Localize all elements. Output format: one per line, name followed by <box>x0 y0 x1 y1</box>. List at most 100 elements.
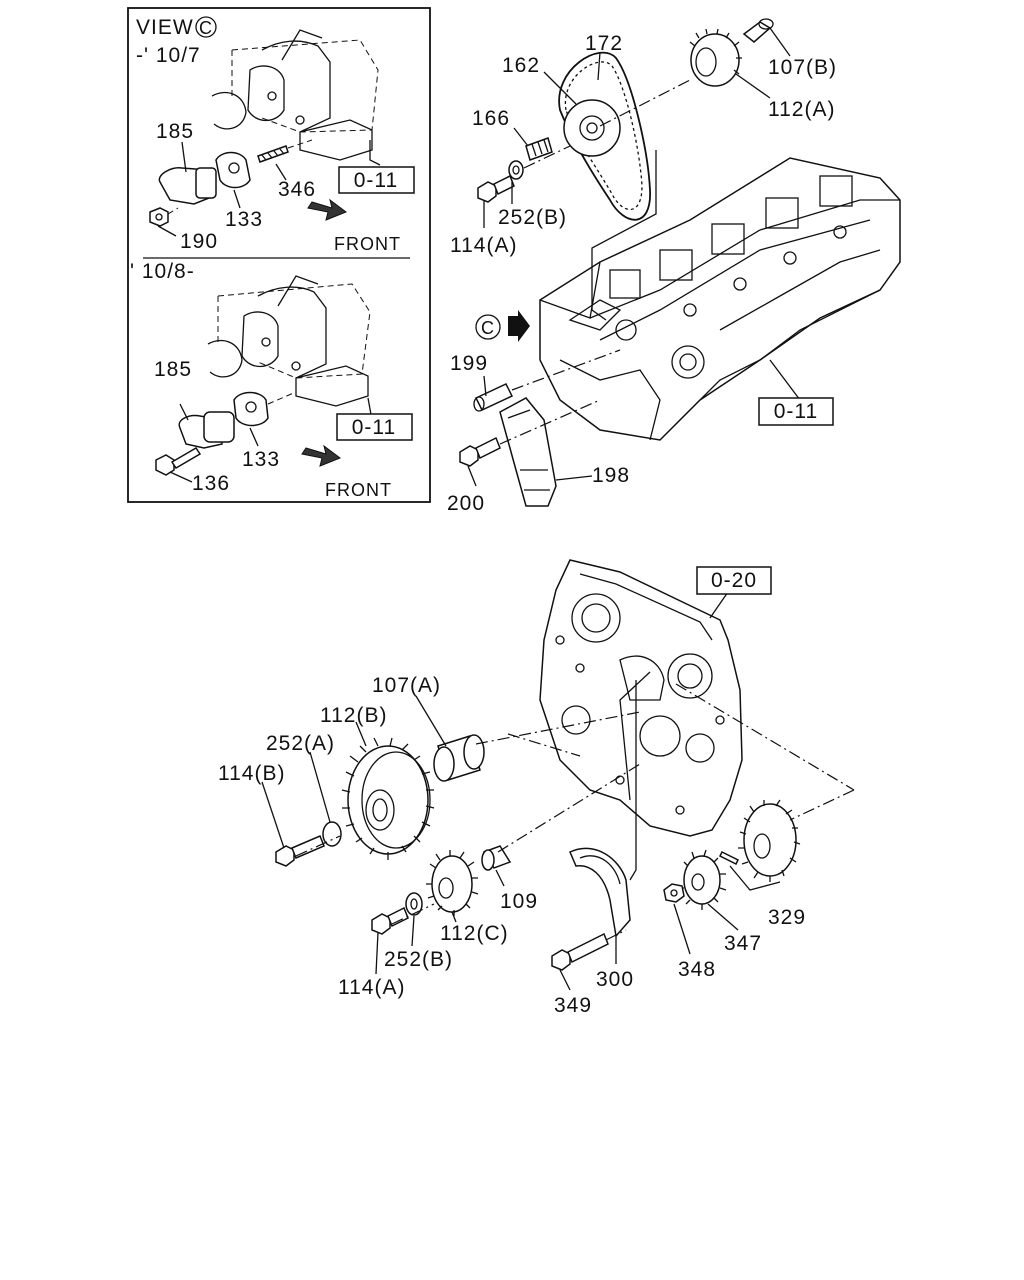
callout-112a: 112(A) <box>768 98 835 121</box>
leader-case-chain <box>619 671 651 801</box>
cylinder-head <box>539 157 901 441</box>
leader-198 <box>555 475 593 481</box>
leader-020 <box>709 591 729 619</box>
gear-329 <box>738 799 801 882</box>
leader-107a <box>415 695 447 747</box>
ref-020: 0-20 <box>711 569 757 592</box>
callout-329: 329 <box>768 906 806 929</box>
ref-box-011-lower <box>336 413 413 441</box>
callout-107a: 107(A) <box>372 674 441 697</box>
callout-199: 199 <box>450 352 488 375</box>
callout-252b-upper: 252(B) <box>498 206 567 229</box>
crank-sprocket <box>678 849 727 910</box>
callout-112b: 112(B) <box>320 704 387 727</box>
upper-range-label: -' 10/7 <box>136 44 201 67</box>
callout-114a-lower: 114(A) <box>338 976 405 999</box>
leader-114b <box>261 781 285 849</box>
callout-172: 172 <box>585 32 623 55</box>
leader-133-upper <box>233 189 241 209</box>
washer-252b-lower <box>405 892 423 916</box>
inset-view-c: VIEW C -' 10/7 ' 10/8- <box>127 7 431 503</box>
pin-347 <box>718 850 740 866</box>
axis-line-bolt-200 <box>499 399 601 445</box>
axis-329-b <box>789 789 855 821</box>
ref-box-011-upper <box>338 166 415 194</box>
upper-block-sketch <box>211 29 379 161</box>
leader-185-lower <box>179 403 189 421</box>
callout-347: 347 <box>724 932 762 955</box>
front-label-lower: FRONT <box>325 480 392 500</box>
axis-114a <box>391 903 435 925</box>
gear-112c <box>426 850 479 916</box>
leader-252a <box>309 751 331 823</box>
callout-133-upper: 133 <box>225 208 263 231</box>
callout-252a: 252(A) <box>266 732 335 755</box>
callout-136: 136 <box>192 472 230 495</box>
callout-114a-upper: 114(A) <box>450 234 517 257</box>
washer-252a <box>322 821 342 847</box>
timing-case <box>539 559 743 837</box>
timing-chain <box>558 51 651 221</box>
callout-162: 162 <box>502 54 540 77</box>
callout-112c: 112(C) <box>440 922 509 945</box>
shaft-109 <box>481 845 512 871</box>
leader-348 <box>673 903 691 955</box>
view-c-arrow <box>508 310 530 342</box>
callout-300: 300 <box>596 968 634 991</box>
leader-136 <box>169 471 193 483</box>
lower-range-label: ' 10/8- <box>130 260 195 283</box>
bolt-349 <box>551 932 609 971</box>
leader-133-lower <box>249 427 259 447</box>
lower-tensioner <box>155 391 297 476</box>
axis-line-bolts <box>523 145 571 169</box>
guide-198 <box>499 397 557 507</box>
callout-190: 190 <box>180 230 218 253</box>
leader-172 <box>597 51 601 81</box>
leader-199 <box>483 375 487 397</box>
leader-112a <box>735 73 771 99</box>
leader-011-head <box>769 359 801 401</box>
bolt-114b <box>275 835 325 867</box>
bolt-200 <box>459 436 501 467</box>
leader-346 <box>275 163 287 181</box>
leader-112b <box>355 721 367 747</box>
leader-329 <box>729 865 781 891</box>
bolt-107b <box>742 18 774 43</box>
axis-109 <box>497 763 641 853</box>
gear-112b <box>341 737 435 860</box>
ref-011-upper: 0-11 <box>354 169 398 192</box>
callout-252b-lower: 252(B) <box>384 948 453 971</box>
leader-guide-to-case <box>629 680 637 881</box>
lower-block-sketch <box>207 275 371 407</box>
bolt-114a-upper <box>477 174 515 203</box>
axis-line-sprocket <box>599 79 691 127</box>
washer-252b-upper <box>508 160 524 180</box>
upper-tensioner <box>149 139 313 227</box>
callout-107b: 107(B) <box>768 56 837 79</box>
callout-185-upper: 185 <box>156 120 194 143</box>
front-label-upper: FRONT <box>334 234 401 254</box>
axis-114b <box>295 835 341 857</box>
ref-011-lower: 0-11 <box>352 416 396 439</box>
callout-109: 109 <box>500 890 538 913</box>
leader-107b <box>769 27 791 57</box>
callout-348: 348 <box>678 958 716 981</box>
gear-112a <box>689 28 742 87</box>
ref-box-020 <box>696 566 772 595</box>
cam-sprocket-162 <box>563 99 621 157</box>
callout-185-lower: 185 <box>154 358 192 381</box>
callout-114b: 114(B) <box>218 762 285 785</box>
pin-199 <box>473 383 514 412</box>
leader-114a-lower <box>375 931 379 975</box>
front-arrow-upper <box>307 198 348 221</box>
view-marker-circle <box>195 16 217 38</box>
view-marker: C <box>199 18 213 38</box>
leader-347 <box>707 903 739 931</box>
callout-198: 198 <box>592 464 630 487</box>
leader-190 <box>157 225 177 237</box>
nut-348 <box>663 883 685 903</box>
callout-166: 166 <box>472 107 510 130</box>
chain-guide-300 <box>569 847 631 938</box>
leader-185-upper <box>181 141 187 173</box>
